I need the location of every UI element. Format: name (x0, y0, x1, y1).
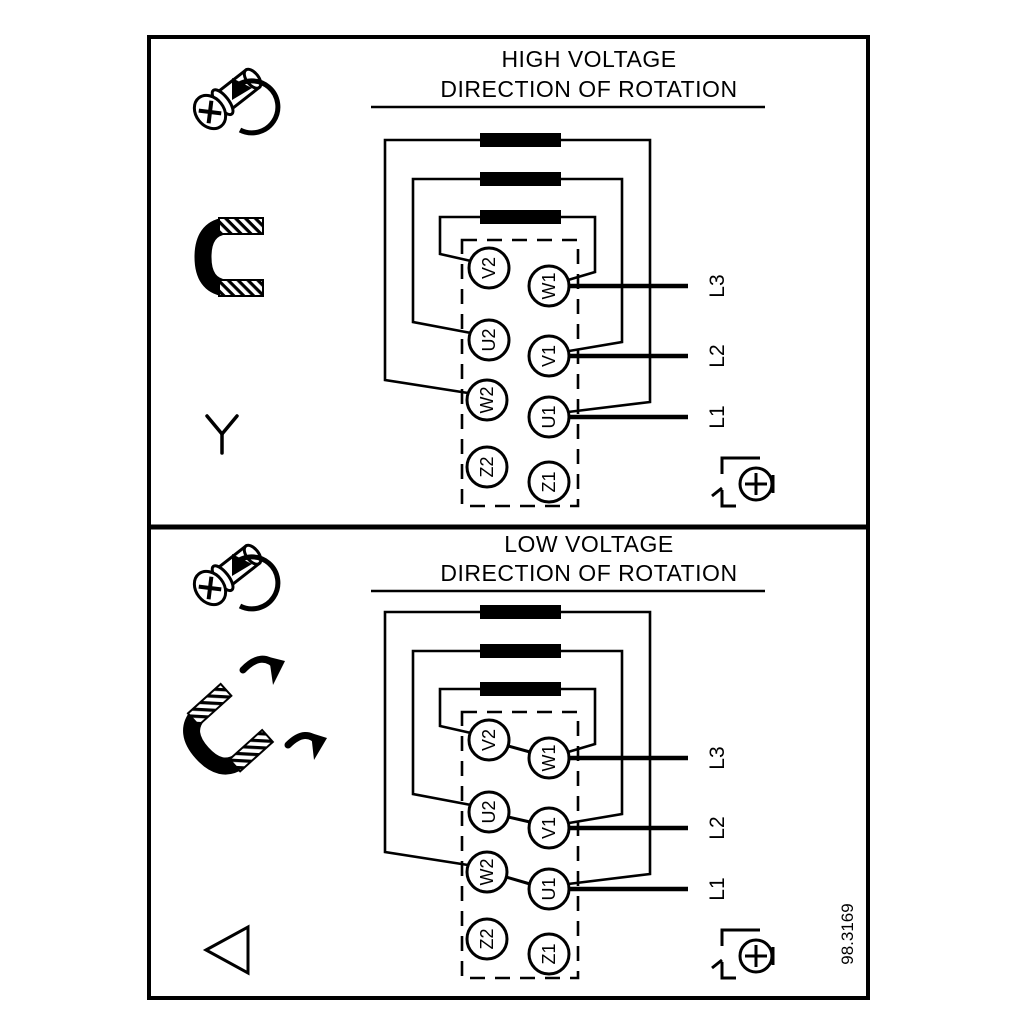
terminal-label-U1: U1 (539, 405, 559, 428)
removal-arrow-icon (239, 655, 327, 760)
panel-title: HIGH VOLTAGE (501, 46, 676, 72)
terminal-label-Z2: Z2 (477, 456, 497, 477)
terminal-circle (527, 806, 571, 850)
figure-number: 98.3169 (838, 903, 857, 964)
star-symbol (205, 414, 239, 455)
jumper-bars (480, 133, 561, 224)
supply-label-L3: L3 (706, 274, 729, 297)
delta-jumper-links (505, 744, 531, 886)
terminal-circle (467, 246, 511, 290)
panel-subtitle: DIRECTION OF ROTATION (440, 76, 737, 102)
terminal-circle (467, 718, 511, 762)
terminal-circle (465, 850, 509, 894)
terminal-label-U2: U2 (479, 800, 499, 823)
terminal-circle (467, 318, 511, 362)
diagram-border (147, 35, 870, 1000)
supply-lines (569, 755, 688, 892)
terminals: V2 U2 W2 Z2 W1 V1 U1 Z1 (465, 718, 571, 976)
high-voltage-panel: HIGH VOLTAGE DIRECTION OF ROTATION (188, 46, 775, 508)
terminal-label-Z2: Z2 (477, 928, 497, 949)
delta-symbol (202, 924, 250, 976)
terminal-label-W1: W1 (539, 745, 559, 772)
terminal-circle (527, 736, 571, 780)
terminals: V2 U2 W2 Z2 W1 V1 U1 Z1 (465, 246, 571, 504)
terminal-label-W2: W2 (477, 387, 497, 414)
terminal-circle (527, 460, 571, 504)
terminal-label-V1: V1 (539, 345, 559, 367)
terminal-label-V2: V2 (479, 257, 499, 279)
terminal-circle (527, 932, 571, 976)
jumper-bars (480, 605, 561, 696)
terminal-label-Z1: Z1 (539, 471, 559, 492)
supply-label-L3: L3 (706, 746, 729, 769)
terminal-circle (527, 395, 571, 439)
terminal-label-V2: V2 (479, 729, 499, 751)
terminal-label-W2: W2 (477, 859, 497, 886)
terminal-circle (465, 378, 509, 422)
supply-label-L2: L2 (706, 344, 729, 367)
terminal-label-V1: V1 (539, 817, 559, 839)
supply-lines (569, 283, 688, 420)
terminal-circle (465, 917, 509, 961)
terminal-label-U1: U1 (539, 877, 559, 900)
supply-label-L2: L2 (706, 816, 729, 839)
terminal-circle (527, 334, 571, 378)
low-voltage-panel: LOW VOLTAGE DIRECTION OF ROTATION (176, 531, 857, 980)
supply-label-L1: L1 (706, 877, 729, 900)
terminal-circle (527, 264, 571, 308)
terminal-circle (465, 445, 509, 489)
terminal-label-U2: U2 (479, 328, 499, 351)
terminal-label-Z1: Z1 (539, 943, 559, 964)
supply-label-L1: L1 (706, 405, 729, 428)
terminal-circle (467, 790, 511, 834)
panel-title: LOW VOLTAGE (504, 531, 674, 557)
terminal-circle (527, 867, 571, 911)
panel-subtitle: DIRECTION OF ROTATION (440, 560, 737, 586)
terminal-label-W1: W1 (539, 273, 559, 300)
terminal-block (460, 710, 580, 980)
terminal-block (460, 238, 580, 508)
